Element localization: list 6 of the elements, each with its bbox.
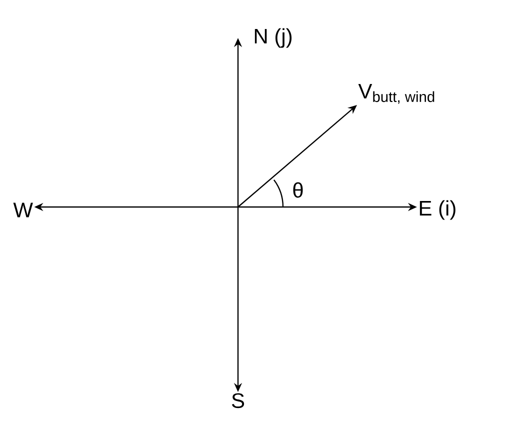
angle-label: θ [293, 182, 303, 198]
axis-label: S [232, 393, 244, 408]
axis-label: E (i) [420, 200, 456, 220]
axis-label: N (j) [254, 28, 292, 48]
axis-label: $\text{V}_{\text{butt, wind}}$ [358, 84, 434, 104]
axis-label: W [13, 202, 33, 218]
